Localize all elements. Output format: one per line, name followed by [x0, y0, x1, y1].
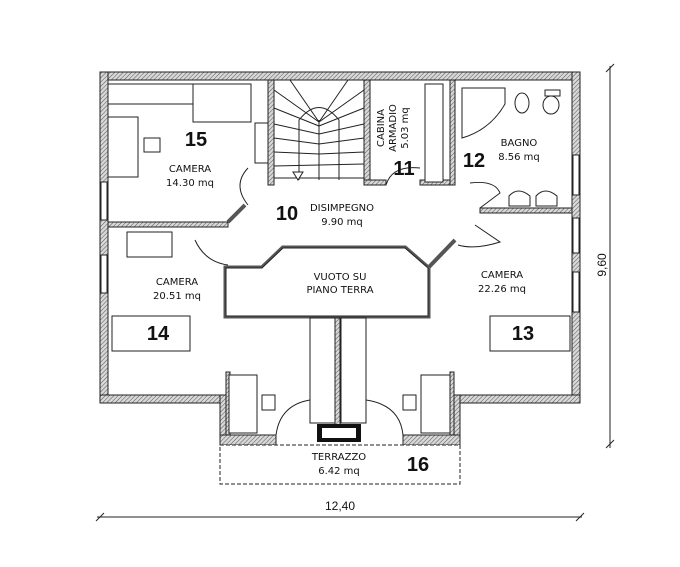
dimension-lines — [95, 63, 615, 522]
furniture — [107, 83, 571, 442]
room-number-16: 16 — [407, 454, 429, 476]
room-number-13: 13 — [512, 323, 534, 345]
room-number-10: 10 — [276, 203, 298, 225]
height-dimension: 9,60 — [595, 253, 609, 277]
room-number-14: 14 — [147, 323, 170, 345]
room-name-14: CAMERA — [156, 277, 198, 288]
room-area-11: 5.03 mq — [400, 107, 411, 149]
room-name-15: CAMERA — [169, 164, 211, 175]
room-area-10: 9.90 mq — [321, 217, 363, 228]
windows — [100, 154, 580, 313]
room-area-12: 8.56 mq — [498, 152, 540, 163]
room-name-13: CAMERA — [481, 270, 523, 281]
room-area-13: 22.26 mq — [478, 284, 526, 295]
room-number-11: 11 — [393, 158, 414, 180]
staircase — [273, 79, 365, 181]
doors — [194, 167, 502, 436]
void-label-line2: PIANO TERRA — [306, 285, 373, 296]
width-dimension: 12,40 — [325, 499, 355, 513]
room-name-16: TERRAZZO — [311, 452, 366, 463]
room-area-16: 6.42 mq — [318, 466, 360, 477]
interior-walls — [107, 79, 573, 436]
room-number-15: 15 — [185, 129, 207, 151]
room-name-12: BAGNO — [501, 138, 538, 149]
room-area-14: 20.51 mq — [153, 291, 201, 302]
void-label-line1: VUOTO SU — [314, 272, 367, 283]
room-name-10: DISIMPEGNO — [310, 203, 374, 214]
room-name-11-line2: ARMADIO — [388, 104, 399, 152]
terrace-outline — [219, 444, 461, 485]
room-name-11-line1: CABINA — [376, 109, 387, 147]
room-number-12: 12 — [463, 150, 485, 172]
room-area-15: 14.30 mq — [166, 178, 214, 189]
